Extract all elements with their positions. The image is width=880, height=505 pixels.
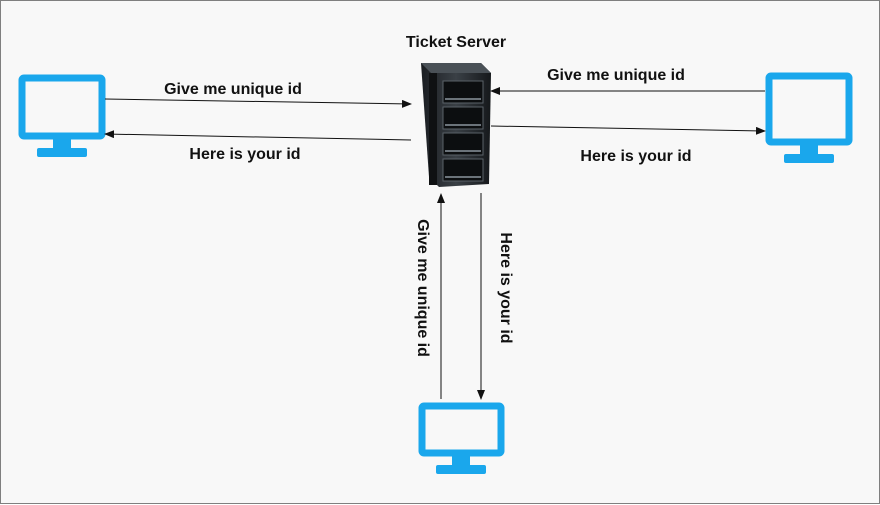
label-right-response: Here is your id [580,148,691,165]
label-right-request: Give me unique id [547,67,685,84]
client-left [18,74,106,157]
client-right [765,72,853,163]
arrow-left-request [104,98,412,108]
arrow-right-response [490,125,766,135]
label-left-response: Here is your id [189,146,300,163]
server-title: Ticket Server [406,34,506,51]
label-left-request: Give me unique id [164,81,302,98]
client-bottom [418,402,505,474]
monitor-icon [765,72,853,163]
monitor-icon [18,74,106,157]
label-bottom-request: Give me unique id [414,219,431,357]
monitor-icon [418,402,505,474]
label-bottom-response: Here is your id [497,232,514,343]
arrow-left-response [104,130,412,141]
server-rack-icon [421,63,491,187]
